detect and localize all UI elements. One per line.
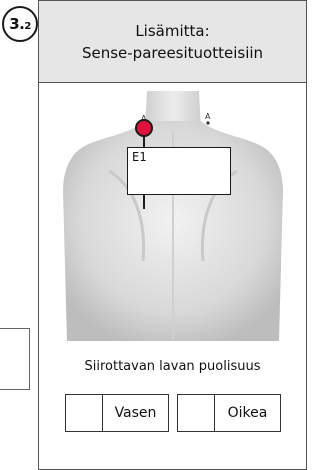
- human-back-figure-icon: A A: [39, 91, 307, 341]
- card-title-line1: Lisämitta:: [135, 20, 209, 42]
- step-badge: 3.2: [2, 6, 38, 42]
- card-title-line2: Sense-pareesituotteisiin: [82, 42, 263, 64]
- svg-text:A: A: [205, 112, 211, 121]
- side-right-label: Oikea: [215, 395, 280, 431]
- measurement-card: Lisämitta: Sense-pareesituotteisiin A A: [38, 0, 307, 470]
- electrode-e1-label: E1: [132, 150, 146, 164]
- left-panel-stub: [0, 328, 30, 390]
- step-number: 3.2: [9, 15, 31, 33]
- side-right-option[interactable]: Oikea: [177, 394, 281, 432]
- electrode-e1-field[interactable]: E1: [127, 147, 231, 195]
- side-left-option[interactable]: Vasen: [65, 394, 169, 432]
- card-header: Lisämitta: Sense-pareesituotteisiin: [39, 1, 306, 83]
- electrode-marker: [135, 119, 153, 137]
- side-left-label: Vasen: [103, 395, 168, 431]
- side-left-checkbox[interactable]: [66, 395, 103, 431]
- side-right-checkbox[interactable]: [178, 395, 215, 431]
- side-caption: Siirottavan lavan puolisuus: [39, 359, 306, 374]
